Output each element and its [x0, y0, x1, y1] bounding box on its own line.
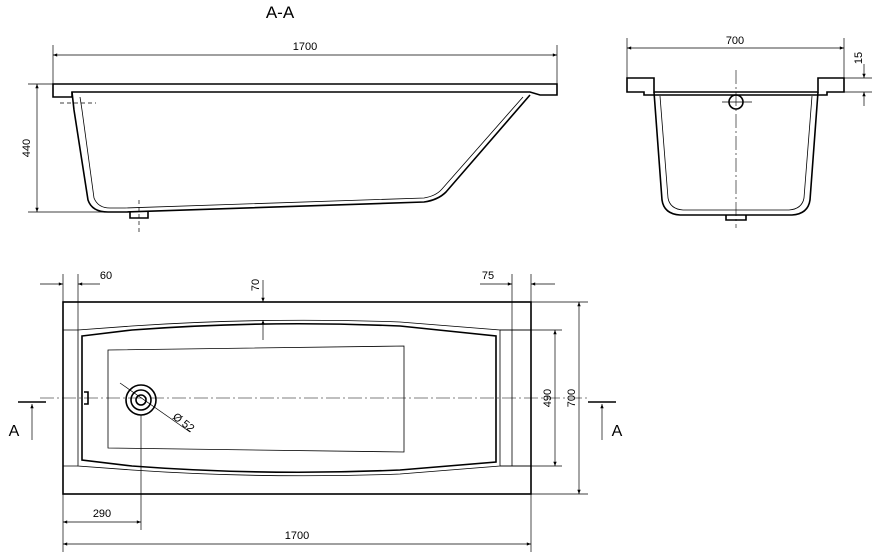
top-drain-offset-label: 290	[93, 508, 111, 520]
side-length-label: 1700	[293, 41, 317, 53]
top-inner-width-label: 490	[542, 389, 554, 407]
top-right-margin-label: 75	[482, 270, 494, 282]
top-length-label: 1700	[285, 530, 309, 542]
top-outer-width-label: 700	[566, 389, 578, 407]
end-width-label: 700	[726, 35, 744, 47]
end-rim-label: 15	[853, 52, 865, 64]
top-overflow	[84, 391, 89, 405]
section-marker-right: A	[588, 401, 623, 440]
top-drain-inner	[135, 394, 147, 406]
section-title: A-A	[266, 3, 295, 22]
top-top-margin-label: 70	[250, 279, 262, 291]
top-basin-edge	[81, 322, 497, 474]
section-marker-left-label: A	[9, 423, 20, 440]
section-marker-right-label: A	[612, 423, 623, 440]
top-drain-label: Ø 52	[170, 411, 196, 435]
top-left-margin-label: 60	[100, 270, 112, 282]
side-view: 1700 440	[21, 41, 558, 232]
top-view: Ø 52 60 70 75 490 700 290	[9, 270, 623, 552]
side-tub-body	[71, 91, 531, 213]
side-tub-inner	[79, 96, 524, 209]
section-marker-left: A	[9, 401, 46, 440]
top-basin-floor	[107, 345, 405, 453]
side-height-label: 440	[21, 139, 33, 157]
end-view: 700 15	[626, 35, 872, 228]
side-rim	[52, 83, 558, 98]
end-rim	[626, 77, 845, 96]
top-drain-leader	[119, 382, 191, 433]
